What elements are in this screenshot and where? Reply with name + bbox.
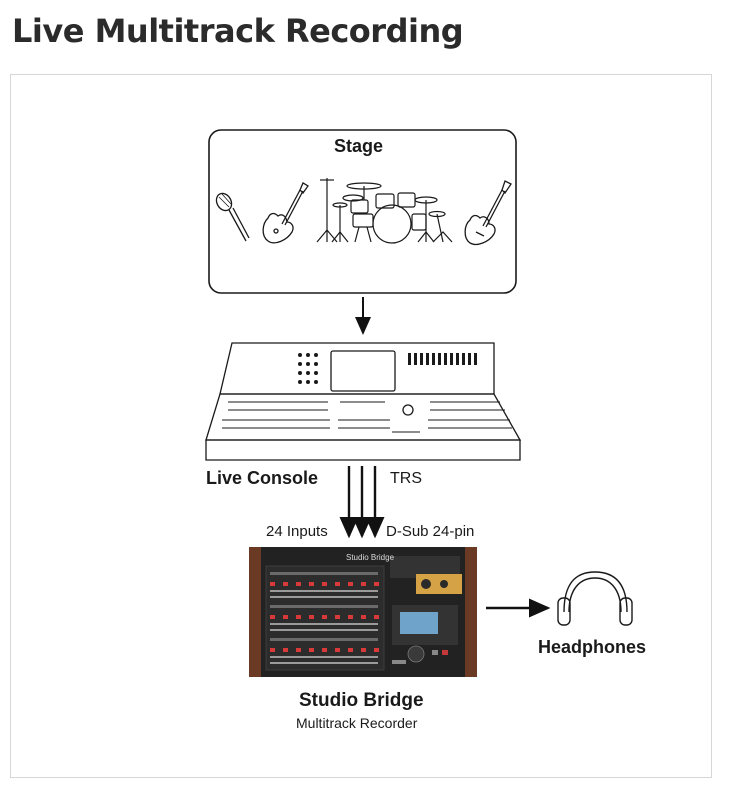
dsub-label: D-Sub 24-pin xyxy=(386,523,475,540)
stage-label: Stage xyxy=(334,136,384,156)
console-to-recorder-arrows xyxy=(339,466,385,539)
electric-guitar-icon xyxy=(262,182,309,244)
bass-guitar-icon xyxy=(464,180,512,246)
recorder-sublabel: Multitrack Recorder xyxy=(296,715,418,731)
drum-kit-icon xyxy=(316,178,453,244)
recorder-label: Studio Bridge xyxy=(299,690,424,711)
stage-box xyxy=(208,129,517,294)
page-title: Live Multitrack Recording xyxy=(12,12,464,50)
mixing-console-icon xyxy=(205,342,522,461)
multitrack-recorder-icon xyxy=(249,547,477,677)
recorder-panel-brand: Studio Bridge xyxy=(346,553,395,562)
microphone-icon xyxy=(215,192,250,242)
inputs-label: 24 Inputs xyxy=(266,523,328,540)
headphones-label: Headphones xyxy=(538,637,647,657)
trs-label: TRS xyxy=(390,470,422,487)
console-label: Live Console xyxy=(206,468,319,488)
headphones-icon xyxy=(557,571,633,626)
